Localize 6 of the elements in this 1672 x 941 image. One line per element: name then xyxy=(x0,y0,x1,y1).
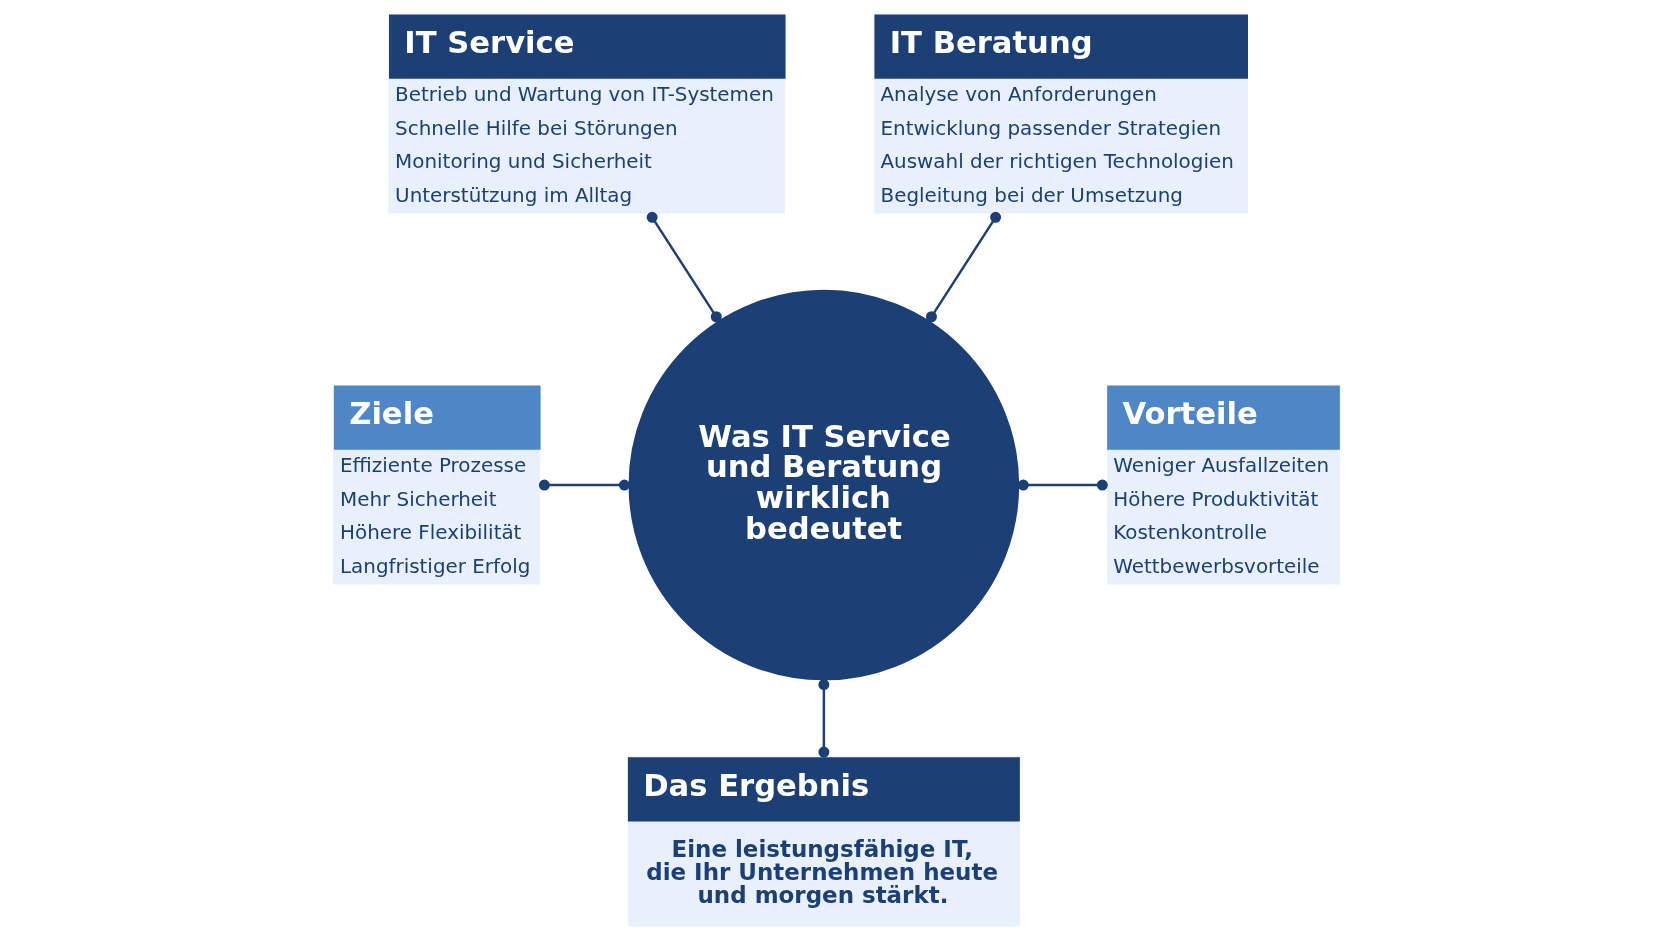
connector xyxy=(538,479,630,491)
connector xyxy=(1017,479,1108,491)
connector xyxy=(817,679,829,758)
node-circle: Was IT Service und Beratung wirklich bedeutet xyxy=(628,289,1019,681)
connector xyxy=(925,211,1001,323)
connector xyxy=(646,211,722,323)
